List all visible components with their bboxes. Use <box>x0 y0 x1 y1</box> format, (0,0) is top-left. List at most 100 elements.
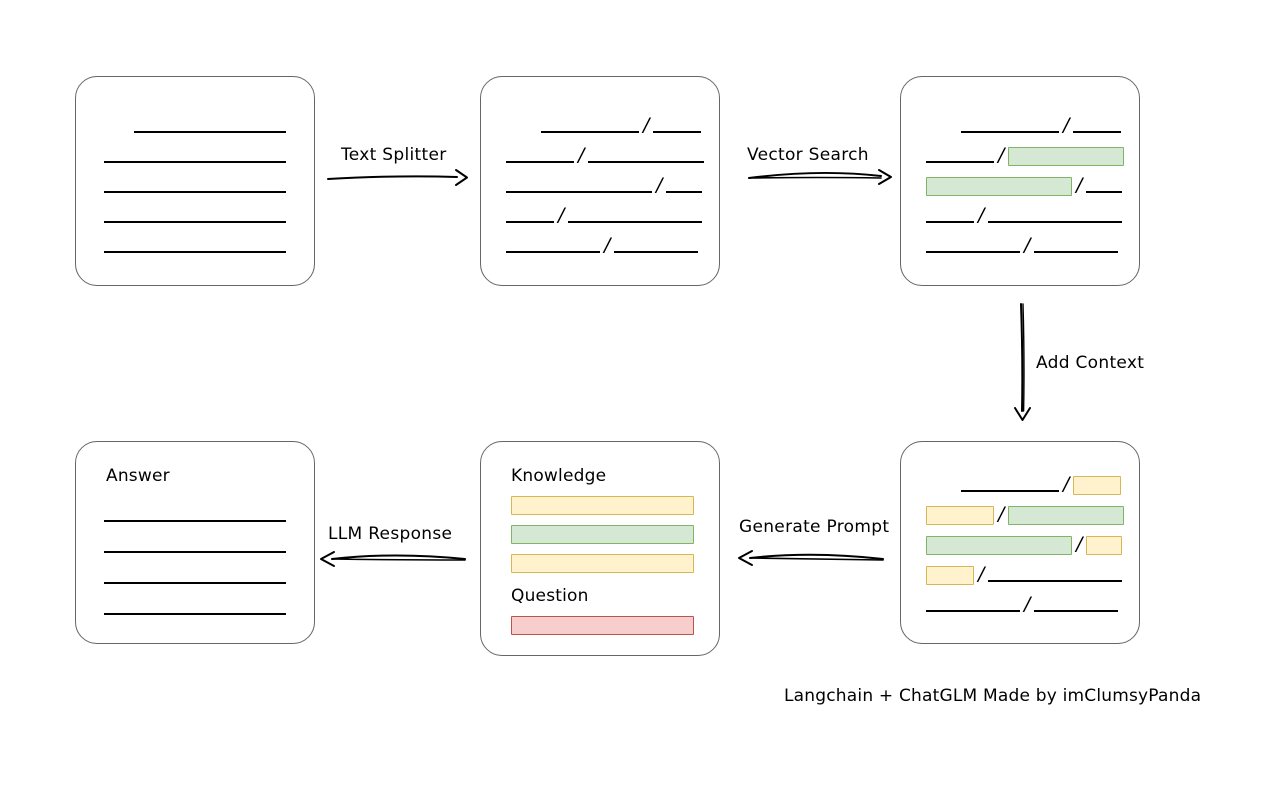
separator-slash-icon: / <box>998 144 1005 166</box>
edge-label-text-splitter: Text Splitter <box>341 145 447 165</box>
text-line <box>506 191 652 193</box>
edge-label-vector-search: Vector Search <box>747 145 869 165</box>
document-row: / <box>926 503 1125 526</box>
context-added-box[interactable]: / / / / / <box>900 441 1140 644</box>
text-line <box>988 221 1123 223</box>
separator-slash-icon: / <box>978 563 985 585</box>
document-row <box>134 115 286 137</box>
text-line <box>1034 251 1119 253</box>
text-line <box>104 582 286 584</box>
text-line <box>961 490 1059 492</box>
document-row: / <box>926 144 1125 167</box>
arrow-generate-prompt <box>738 550 884 566</box>
arrow-add-context <box>1014 303 1031 421</box>
document-row <box>104 235 286 257</box>
text-line <box>104 520 286 522</box>
highlight-chip-yellow <box>926 506 994 525</box>
prompt-bar-green <box>511 525 694 544</box>
document-row: / <box>506 174 703 197</box>
prompt-bar-yellow <box>511 496 694 515</box>
document-row <box>104 145 286 167</box>
text-line <box>961 131 1059 133</box>
text-line <box>988 580 1123 582</box>
highlight-chip-green <box>926 536 1072 555</box>
separator-slash-icon: / <box>1076 533 1083 555</box>
text-line <box>653 131 702 133</box>
highlight-chip-yellow <box>1073 476 1122 495</box>
text-line <box>104 221 286 223</box>
highlight-chip-yellow <box>926 566 974 585</box>
edge-label-llm-response: LLM Response <box>328 524 453 544</box>
source-document-box[interactable] <box>75 76 315 286</box>
document-row <box>104 205 286 227</box>
separator-slash-icon: / <box>643 114 650 136</box>
separator-slash-icon: / <box>978 204 985 226</box>
prompt-bar-yellow <box>511 554 694 573</box>
arrow-llm-response <box>320 551 466 567</box>
question-label: Question <box>511 586 589 606</box>
separator-slash-icon: / <box>1063 114 1070 136</box>
document-row <box>104 535 286 557</box>
footer-credit: Langchain + ChatGLM Made by imClumsyPand… <box>784 686 1202 706</box>
text-line <box>134 131 286 133</box>
document-row: / <box>961 473 1122 496</box>
generated-prompt-box[interactable]: Knowledge Question <box>480 441 720 656</box>
text-line <box>926 161 994 163</box>
arrow-vector-search <box>748 169 892 185</box>
highlight-chip-yellow <box>1086 536 1123 555</box>
text-line <box>1034 610 1119 612</box>
knowledge-label: Knowledge <box>511 466 607 486</box>
text-line <box>666 191 703 193</box>
text-line <box>614 251 699 253</box>
text-line <box>1086 191 1123 193</box>
document-row <box>104 566 286 588</box>
separator-slash-icon: / <box>1063 473 1070 495</box>
document-row: / <box>541 114 702 137</box>
text-line <box>506 161 574 163</box>
vector-search-results-box[interactable]: / / / / / <box>900 76 1140 286</box>
text-line <box>104 613 286 615</box>
document-row <box>104 597 286 619</box>
edge-label-generate-prompt: Generate Prompt <box>739 517 890 537</box>
highlight-chip-green <box>1008 147 1125 166</box>
document-row: / <box>506 144 705 167</box>
separator-slash-icon: / <box>656 174 663 196</box>
separator-slash-icon: / <box>1024 593 1031 615</box>
document-row: / <box>926 533 1123 556</box>
text-line <box>104 191 286 193</box>
text-line <box>926 251 1020 253</box>
text-line <box>1073 131 1122 133</box>
text-line <box>506 221 554 223</box>
document-row: / <box>926 204 1123 227</box>
text-line <box>104 551 286 553</box>
separator-slash-icon: / <box>558 204 565 226</box>
text-line <box>926 610 1020 612</box>
document-row: / <box>961 114 1122 137</box>
document-row: / <box>926 563 1123 586</box>
answer-heading: Answer <box>106 466 170 486</box>
document-row <box>104 175 286 197</box>
split-chunks-box[interactable]: / / / / / <box>480 76 720 286</box>
document-row: / <box>926 593 1119 616</box>
separator-slash-icon: / <box>1024 234 1031 256</box>
text-line <box>568 221 703 223</box>
separator-slash-icon: / <box>1076 174 1083 196</box>
text-line <box>588 161 705 163</box>
highlight-chip-green <box>926 177 1072 196</box>
document-row: / <box>926 174 1123 197</box>
document-row: / <box>506 204 703 227</box>
text-line <box>541 131 639 133</box>
arrow-text-splitter <box>327 169 468 186</box>
document-row: / <box>926 234 1119 257</box>
text-line <box>506 251 600 253</box>
text-line <box>104 161 286 163</box>
text-line <box>926 221 974 223</box>
prompt-bar-red <box>511 616 694 635</box>
separator-slash-icon: / <box>578 144 585 166</box>
highlight-chip-green <box>1008 506 1125 525</box>
separator-slash-icon: / <box>604 234 611 256</box>
text-line <box>104 251 286 253</box>
separator-slash-icon: / <box>998 503 1005 525</box>
answer-box[interactable]: Answer <box>75 441 315 644</box>
